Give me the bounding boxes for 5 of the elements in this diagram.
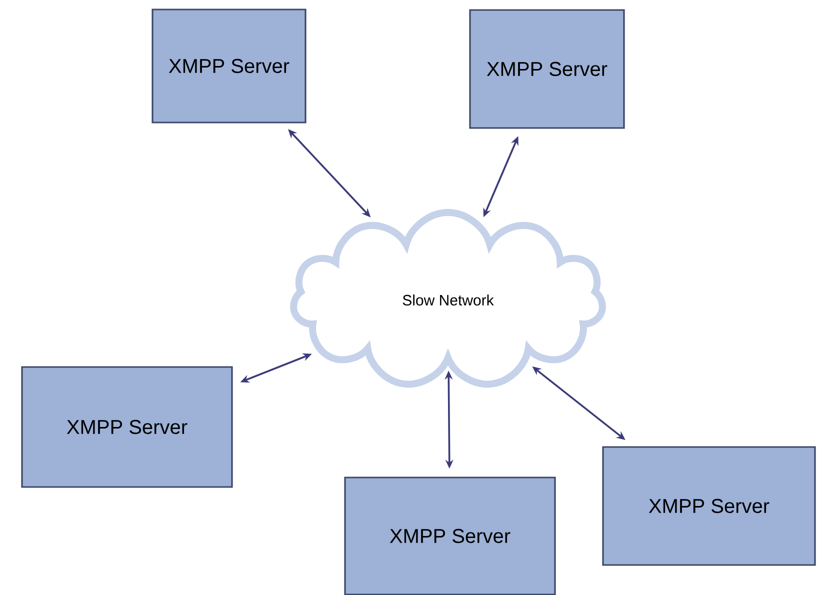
server-box: XMPP Server xyxy=(602,446,816,566)
server-box: XMPP Server xyxy=(21,366,233,488)
server-box: XMPP Server xyxy=(469,9,625,129)
server-box: XMPP Server xyxy=(152,8,306,124)
server-box: XMPP Server xyxy=(344,476,556,595)
